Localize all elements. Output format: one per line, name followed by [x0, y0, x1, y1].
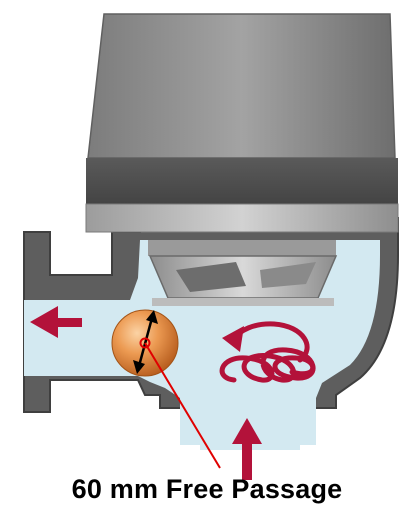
free-passage-caption: 60 mm Free Passage — [71, 474, 343, 504]
outlet-flow-arrow-icon — [30, 306, 82, 338]
inlet-flow-arrow-icon — [232, 418, 262, 480]
swirl-flow-icon — [219, 321, 316, 383]
pointer-line — [139, 337, 221, 469]
dimension-arrow-icon — [133, 310, 158, 374]
impeller — [148, 240, 338, 306]
motor-housing — [85, 13, 399, 233]
